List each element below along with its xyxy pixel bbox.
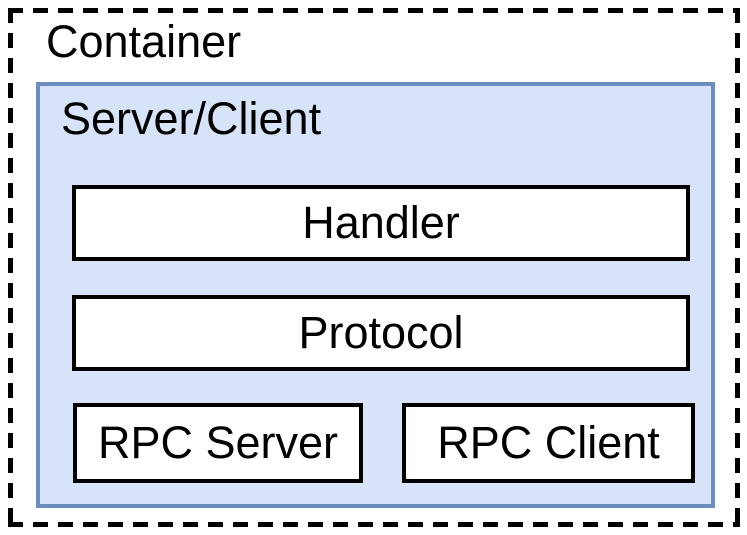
rpc-server-label: RPC Server <box>97 417 339 468</box>
container-label: Container <box>46 16 242 67</box>
rpc-client-node: RPC Client <box>402 403 695 483</box>
rpc-client-label: RPC Client <box>437 417 660 468</box>
protocol-node: Protocol <box>72 295 690 371</box>
handler-label: Handler <box>302 197 460 248</box>
protocol-label: Protocol <box>298 307 464 358</box>
server-client-group-box: Server/Client Handler Protocol RPC Serve… <box>36 82 715 508</box>
server-client-label: Server/Client <box>61 93 322 144</box>
handler-node: Handler <box>72 185 690 261</box>
rpc-server-node: RPC Server <box>73 403 363 483</box>
